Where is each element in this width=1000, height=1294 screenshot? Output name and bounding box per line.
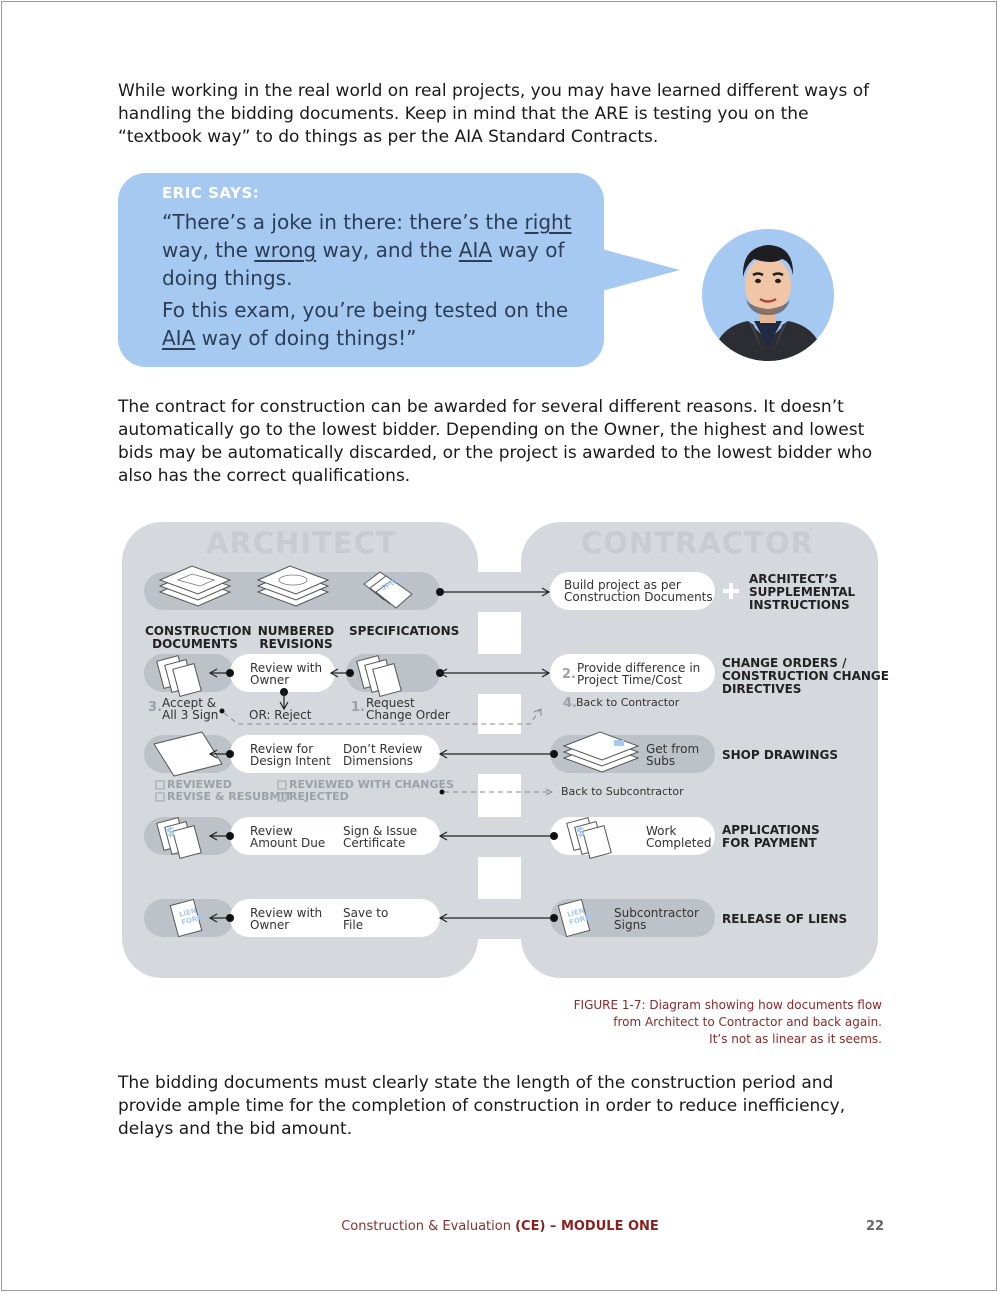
svg-text:$: $: [576, 825, 585, 840]
quote-line-4: Fo this exam, you’re being tested on the: [162, 296, 582, 324]
step-2-number: 2.: [562, 667, 576, 682]
bidding-paragraph: The bidding documents must clearly state…: [118, 1072, 878, 1141]
intro-paragraph: While working in the real world on real …: [118, 80, 878, 149]
quote-line-5: AIA way of doing things!”: [162, 324, 582, 352]
or-reject-text: OR: Reject: [249, 709, 311, 721]
specifications-label: SPECIFICATIONS: [349, 625, 459, 638]
page-number: 22: [866, 1219, 884, 1234]
architect-heading: ARCHITECT: [206, 526, 397, 560]
callout-label: ERIC SAYS:: [162, 184, 259, 202]
svg-text:$: $: [166, 825, 175, 840]
contractor-heading: CONTRACTOR: [581, 526, 814, 560]
quote-line-2: way, the wrong way, and the AIA way of: [162, 236, 582, 264]
step-4-number: 4.: [563, 696, 577, 711]
back-to-subcontractor-text: Back to Subcontractor: [561, 786, 684, 798]
page-footer: Construction & Evaluation (CE) – MODULE …: [0, 1219, 1000, 1234]
accept-sign-text: Accept &All 3 Sign: [162, 697, 218, 721]
step-1-number: 1.: [351, 700, 365, 715]
quote-line-3: doing things.: [162, 264, 582, 292]
figure-caption: FIGURE 1-7: Diagram showing how document…: [574, 997, 882, 1048]
back-to-contractor-text: Back to Contractor: [576, 697, 679, 709]
revise-resubmit-option: REVISE & RESUBMIT: [167, 791, 292, 803]
shop-drawings-label: SHOP DRAWINGS: [722, 749, 838, 762]
step-3-number: 3.: [148, 700, 162, 715]
award-paragraph: The contract for construction can be awa…: [118, 396, 878, 488]
document-flow-diagram: $ $ ARCHITECT CONTRACTOR SPECS CONSTRUCT…: [118, 522, 880, 980]
release-liens-label: RELEASE OF LIENS: [722, 913, 847, 926]
eric-avatar: [702, 229, 834, 361]
rejected-option: REJECTED: [289, 791, 349, 803]
quote-line-1: “There’s a joke in there: there’s the ri…: [162, 208, 582, 236]
callout-tail: [598, 248, 680, 292]
